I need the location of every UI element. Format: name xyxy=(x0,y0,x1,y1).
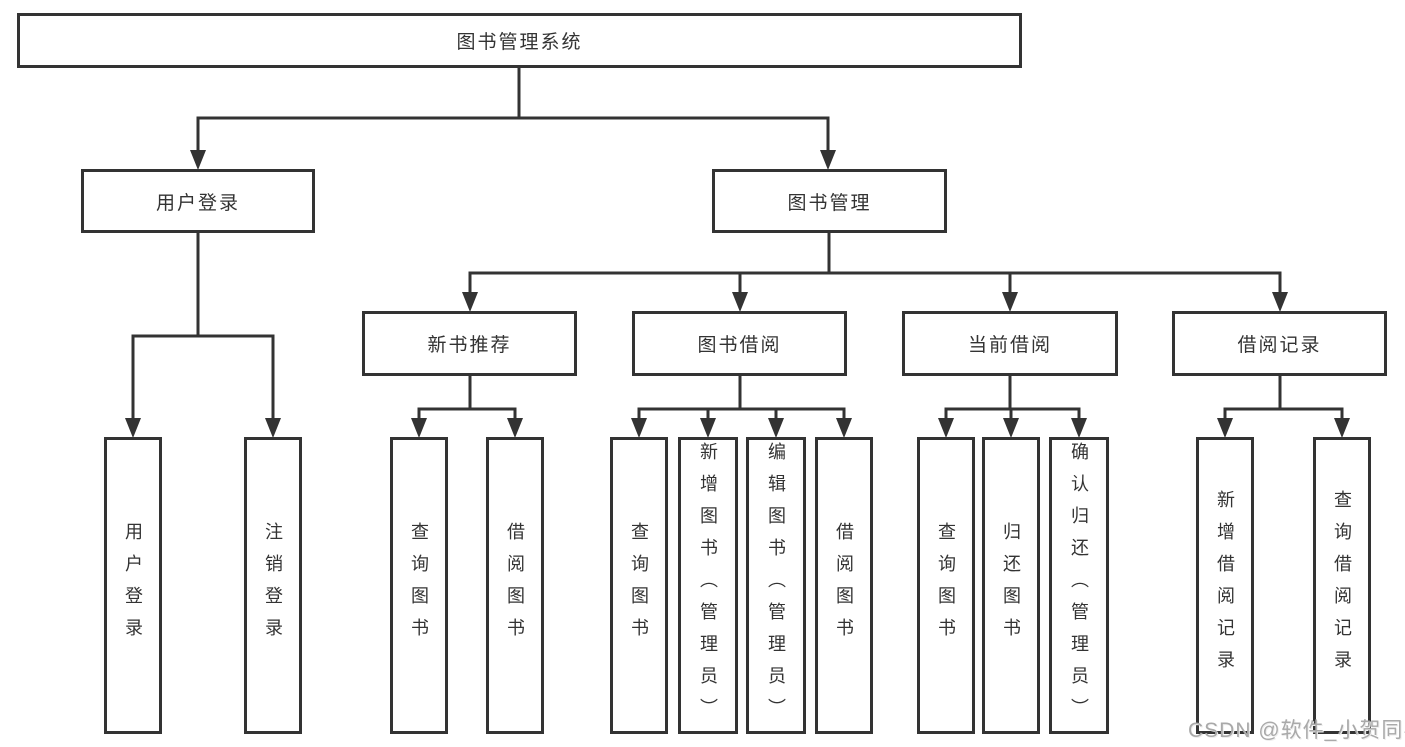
node-borrowing-records: 借阅记录 xyxy=(1172,311,1387,376)
node-borrowing-add-books-admin: 新增图书（管理员） xyxy=(678,437,738,734)
node-borrowing-edit-books-admin: 编辑图书（管理员） xyxy=(746,437,806,734)
node-recommend-query-books: 查询图书 xyxy=(390,437,448,734)
node-label: 查询借阅记录 xyxy=(1332,489,1352,682)
node-new-book-recommendation: 新书推荐 xyxy=(362,311,577,376)
csdn-watermark: CSDN @软件_小贺同学 xyxy=(1188,719,1405,742)
node-label: 新增图书（管理员） xyxy=(698,441,718,730)
node-book-borrowing: 图书借阅 xyxy=(632,311,847,376)
node-borrowing-query-books: 查询图书 xyxy=(610,437,668,734)
node-label: 用户登录 xyxy=(123,521,143,650)
node-label: 编辑图书（管理员） xyxy=(766,441,786,730)
node-label: 借阅记录 xyxy=(1237,335,1322,356)
node-label: 新增借阅记录 xyxy=(1215,489,1235,682)
node-label: 用户登录 xyxy=(155,192,240,214)
node-user-login: 用户登录 xyxy=(81,169,315,233)
node-label: 查询图书 xyxy=(409,521,429,650)
node-book-management: 图书管理 xyxy=(712,169,947,233)
node-current-confirm-return-admin: 确认归还（管理员） xyxy=(1049,437,1109,734)
node-borrowing-borrow-books: 借阅图书 xyxy=(815,437,873,734)
node-current-query-books: 查询图书 xyxy=(917,437,975,734)
node-records-query-record: 查询借阅记录 xyxy=(1313,437,1371,734)
node-library-management-system: 图书管理系统 xyxy=(17,13,1022,68)
node-records-add-record: 新增借阅记录 xyxy=(1196,437,1254,734)
node-label: 查询图书 xyxy=(936,521,956,650)
node-label: 查询图书 xyxy=(629,521,649,650)
node-label: 借阅图书 xyxy=(505,521,525,650)
node-label: 借阅图书 xyxy=(834,521,854,650)
node-label: 新书推荐 xyxy=(427,335,512,356)
node-label: 图书借阅 xyxy=(697,335,782,356)
node-logout: 注销登录 xyxy=(244,437,302,734)
node-label: 图书管理系统 xyxy=(456,32,583,53)
node-label: 图书管理 xyxy=(787,192,872,214)
node-current-return-books: 归还图书 xyxy=(982,437,1040,734)
node-recommend-borrow-books: 借阅图书 xyxy=(486,437,544,734)
node-current-borrowing: 当前借阅 xyxy=(902,311,1118,376)
node-label: 归还图书 xyxy=(1001,521,1021,650)
node-label: 注销登录 xyxy=(263,521,283,650)
node-user-login-leaf: 用户登录 xyxy=(104,437,162,734)
node-label: 确认归还（管理员） xyxy=(1069,441,1089,730)
node-label: 当前借阅 xyxy=(967,335,1052,356)
